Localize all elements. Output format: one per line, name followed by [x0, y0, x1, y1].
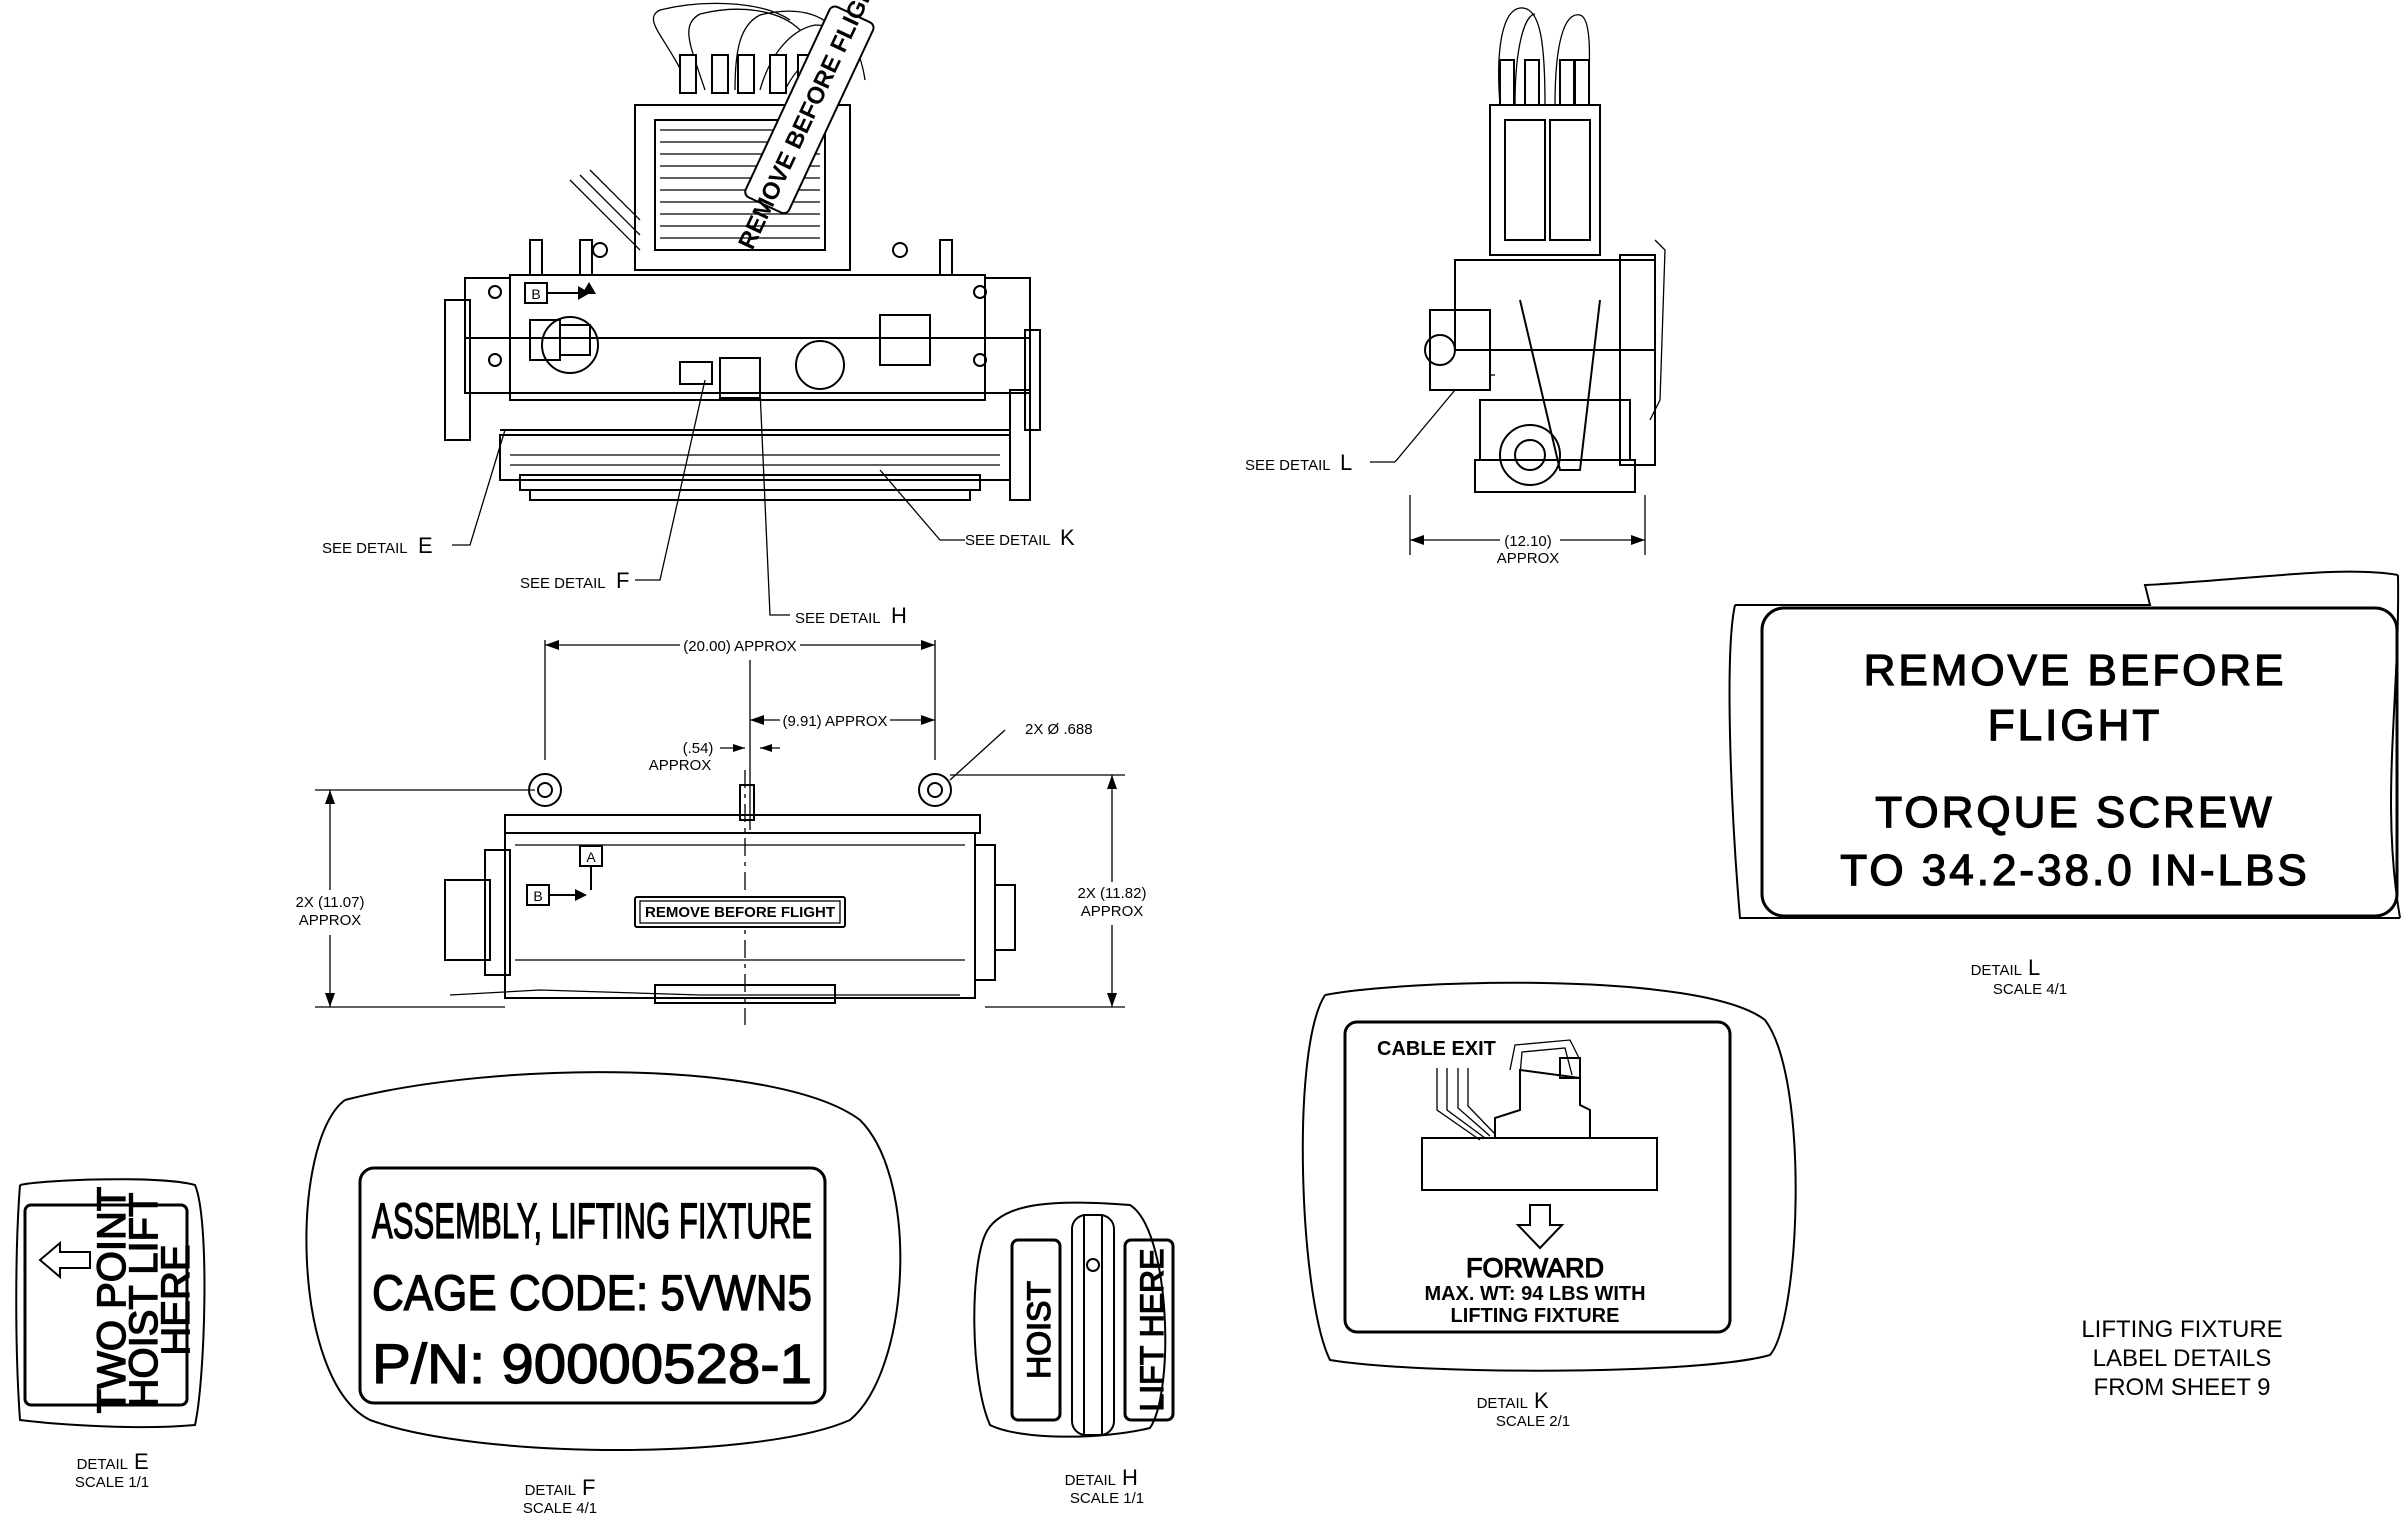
label-h-left: HOIST [1021, 1281, 1057, 1379]
svg-text:DETAIL: DETAIL [77, 1456, 128, 1473]
label-l-line4: TO 34.2-38.0 IN-LBS [1840, 846, 2310, 895]
dim-hole: 2X Ø .688 [1025, 721, 1093, 738]
svg-text:H: H [1122, 1465, 1138, 1490]
label-h-right: LIFT HERE [1134, 1249, 1170, 1412]
top-view-tag-text: REMOVE BEFORE FLIGHT [645, 904, 835, 921]
callout-see-detail-k: SEE DETAIL K [965, 525, 1075, 550]
detail-h-caption: DETAIL H SCALE 1/1 [1065, 1465, 1145, 1507]
svg-text:SEE DETAIL: SEE DETAIL [322, 540, 408, 557]
detail-f-caption: DETAIL F SCALE 4/1 [523, 1475, 597, 1517]
label-k-cable-exit: CABLE EXIT [1377, 1038, 1496, 1060]
svg-text:DETAIL: DETAIL [1971, 962, 2022, 979]
dim-height-right: 2X (11.82) [1078, 885, 1147, 902]
label-f-line2: CAGE CODE: 5VWN5 [372, 1265, 812, 1321]
view-marker-b-top: B [533, 888, 542, 904]
detail-k: CABLE EXIT FORWARD MAX. WT: 94 LBS WITH … [1301, 981, 1797, 1372]
front-view: REMOVE BEFORE FLIGHT [444, 0, 1041, 616]
svg-text:DETAIL: DETAIL [525, 1482, 576, 1499]
detail-l: REMOVE BEFORE FLIGHT TORQUE SCREW TO 34.… [1728, 570, 2401, 919]
label-k-lifting-fixture: LIFTING FIXTURE [1451, 1305, 1620, 1327]
dim-overall-width: (20.00) APPROX [683, 638, 796, 655]
svg-text:SEE DETAIL: SEE DETAIL [520, 575, 606, 592]
svg-text:FROM SHEET 9: FROM SHEET 9 [2094, 1374, 2271, 1401]
dim-side-width: (12.10) [1504, 533, 1552, 550]
view-marker-b-front: B [531, 286, 540, 302]
label-f-line3: P/N: 90000528-1 [372, 1332, 812, 1395]
callout-see-detail-f: SEE DETAIL F [520, 568, 629, 593]
svg-text:SCALE 4/1: SCALE 4/1 [1993, 981, 2067, 998]
label-details-note: LIFTING FIXTURE LABEL DETAILS FROM SHEET… [2081, 1316, 2282, 1401]
electronics-box [569, 104, 851, 271]
side-view [1370, 7, 1666, 555]
svg-text:F: F [582, 1475, 595, 1500]
callout-see-detail-e: SEE DETAIL E [322, 533, 433, 558]
svg-text:H: H [891, 603, 907, 628]
svg-text:SEE DETAIL: SEE DETAIL [965, 532, 1051, 549]
detail-h: HOIST LIFT HERE [973, 1201, 1175, 1438]
dim-half-width: (9.91) APPROX [782, 713, 887, 730]
main-housing: B [444, 239, 1041, 501]
svg-text:SEE DETAIL: SEE DETAIL [795, 610, 881, 627]
svg-text:F: F [616, 568, 629, 593]
svg-text:SCALE 2/1: SCALE 2/1 [1496, 1413, 1570, 1430]
svg-text:L: L [2028, 955, 2040, 980]
svg-text:SEE DETAIL: SEE DETAIL [1245, 457, 1331, 474]
callout-see-detail-l: SEE DETAIL L [1245, 450, 1352, 475]
svg-text:E: E [134, 1449, 149, 1474]
dim-offset-approx: APPROX [649, 757, 712, 774]
detail-e: TWO POINT HOIST LIFT HERE [15, 1178, 206, 1429]
label-l-line1: REMOVE BEFORE [1864, 646, 2287, 695]
label-l-line3: TORQUE SCREW [1875, 788, 2274, 837]
label-l-line2: FLIGHT [1988, 701, 2162, 750]
svg-text:K: K [1060, 525, 1075, 550]
svg-text:LIFTING FIXTURE: LIFTING FIXTURE [2081, 1316, 2282, 1343]
svg-text:DETAIL: DETAIL [1477, 1395, 1528, 1412]
dim-offset: (.54) [683, 740, 714, 757]
label-k-forward: FORWARD [1466, 1253, 1604, 1283]
svg-text:SCALE 4/1: SCALE 4/1 [523, 1500, 597, 1517]
label-f-line1: ASSEMBLY, LIFTING FIXTURE [372, 1193, 812, 1249]
svg-text:SCALE 1/1: SCALE 1/1 [75, 1474, 149, 1491]
dim-height-right-approx: APPROX [1081, 903, 1144, 920]
svg-text:K: K [1534, 1388, 1549, 1413]
label-e-line1: TWO POINT [90, 1187, 134, 1414]
dim-side-approx: APPROX [1497, 550, 1560, 567]
top-view: REMOVE BEFORE FLIGHT A B [315, 640, 1125, 1025]
detail-f: ASSEMBLY, LIFTING FIXTURE CAGE CODE: 5VW… [305, 1071, 902, 1451]
svg-text:E: E [418, 533, 433, 558]
svg-text:DETAIL: DETAIL [1065, 1472, 1116, 1489]
svg-text:L: L [1340, 450, 1352, 475]
detail-e-caption: DETAIL E SCALE 1/1 [75, 1449, 149, 1491]
dim-height-left-approx: APPROX [299, 912, 362, 929]
detail-l-caption: DETAIL L SCALE 4/1 [1971, 955, 2068, 998]
svg-text:LABEL DETAILS: LABEL DETAILS [2093, 1345, 2272, 1372]
view-marker-a: A [586, 849, 596, 865]
dim-height-left: 2X (11.07) [296, 894, 365, 911]
label-e-line3: HERE [154, 1244, 198, 1355]
svg-text:SCALE 1/1: SCALE 1/1 [1070, 1490, 1144, 1507]
detail-k-caption: DETAIL K SCALE 2/1 [1477, 1388, 1571, 1430]
callout-see-detail-h: SEE DETAIL H [795, 603, 907, 628]
label-k-max-wt: MAX. WT: 94 LBS WITH [1424, 1283, 1645, 1305]
label-e-line2: HOIST LIFT [122, 1193, 166, 1408]
